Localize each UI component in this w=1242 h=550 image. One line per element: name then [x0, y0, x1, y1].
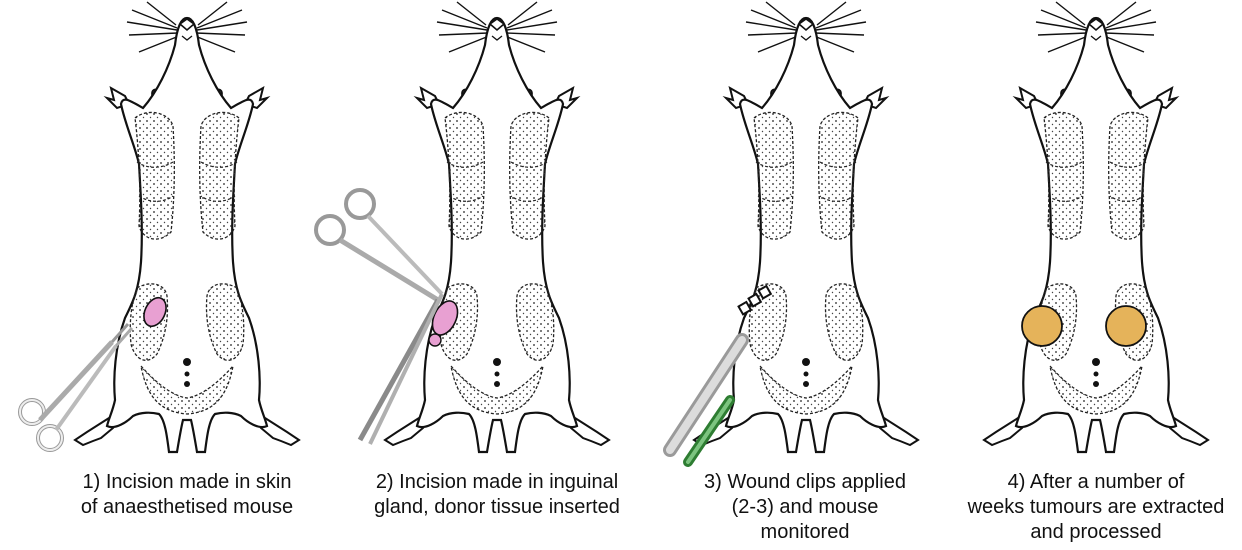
- panel-3-mouse-illustration: [694, 2, 918, 452]
- caption-step-3: 3) Wound clips applied (2-3) and mouse m…: [655, 470, 955, 545]
- caption-step-1: 1) Incision made in skin of anaesthetise…: [37, 470, 337, 520]
- panel-4-mouse-illustration: [984, 2, 1208, 452]
- caption-line: 2) Incision made in inguinal: [347, 470, 647, 495]
- caption-line: monitored: [655, 520, 955, 545]
- caption-step-4: 4) After a number of weeks tumours are e…: [946, 470, 1242, 545]
- tumour-left: [1022, 306, 1062, 346]
- caption-line: 1) Incision made in skin: [37, 470, 337, 495]
- caption-line: and processed: [946, 520, 1242, 545]
- donor-tissue-marker: [429, 334, 441, 346]
- caption-line: weeks tumours are extracted: [946, 495, 1242, 520]
- caption-line: 3) Wound clips applied: [655, 470, 955, 495]
- tumour-right: [1106, 306, 1146, 346]
- caption-step-2: 2) Incision made in inguinal gland, dono…: [347, 470, 647, 520]
- caption-line: of anaesthetised mouse: [37, 495, 337, 520]
- caption-line: (2-3) and mouse: [655, 495, 955, 520]
- panel-2-mouse-illustration: [385, 2, 609, 452]
- panel-1-mouse-illustration: [75, 2, 299, 452]
- caption-line: gland, donor tissue inserted: [347, 495, 647, 520]
- clip-applicator-icon: [670, 340, 742, 462]
- caption-line: 4) After a number of: [946, 470, 1242, 495]
